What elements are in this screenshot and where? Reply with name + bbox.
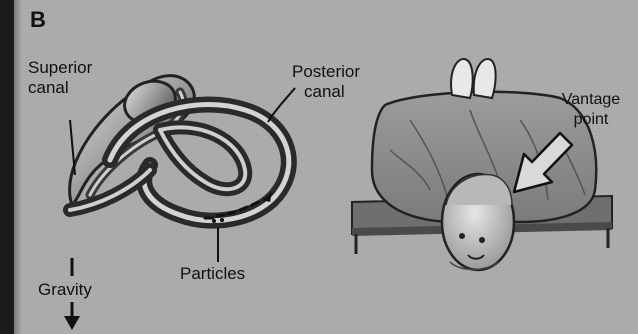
posterior-canal-leader	[268, 88, 295, 122]
posterior-canal-label-line2: canal	[292, 82, 402, 102]
patient-feet	[451, 59, 473, 98]
vantage-point-label-line2: point	[546, 110, 636, 130]
superior-canal-label: Superior canal	[28, 58, 138, 98]
posterior-canal-label: Posterior canal	[292, 62, 402, 102]
gravity-label: Gravity	[38, 280, 92, 300]
superior-canal-label-line1: Superior	[28, 58, 138, 78]
particles-label: Particles	[180, 264, 245, 284]
vantage-point-label-line1: Vantage	[546, 90, 636, 110]
posterior-canal-shape	[110, 104, 289, 220]
superior-canal-label-line2: canal	[28, 78, 138, 98]
vantage-point-label: Vantage point	[546, 90, 636, 130]
posterior-canal-label-line1: Posterior	[292, 62, 402, 82]
panel-letter: B	[30, 10, 46, 30]
